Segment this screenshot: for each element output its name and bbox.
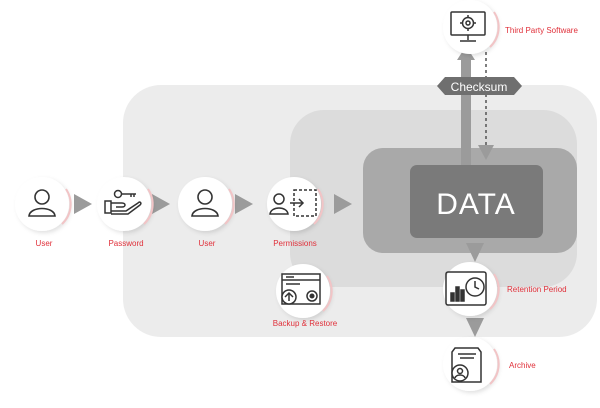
data-label: DATA: [436, 188, 516, 221]
checksum-tag: Checksum: [437, 77, 522, 95]
node-retention-period: [443, 262, 500, 316]
archive-document-icon: [451, 347, 482, 383]
user-permissions-icon: [269, 189, 317, 217]
user-icon: [191, 189, 219, 217]
flow-arrow-4: [334, 194, 352, 214]
node-backup-restore: [276, 264, 333, 318]
node-user-2-label: User: [199, 239, 216, 248]
data-box: [410, 165, 543, 238]
checksum-label: Checksum: [451, 80, 508, 94]
node-password-label: Password: [108, 239, 143, 248]
node-user-2: [178, 177, 235, 231]
down-arrow-data-to-retention: [466, 243, 484, 262]
chart-clock-icon: [445, 271, 487, 306]
flow-arrow-1: [74, 194, 92, 214]
flow-arrow-3: [235, 194, 253, 214]
backup-restore-icon: [281, 273, 321, 305]
down-arrow-retention-to-archive: [466, 318, 484, 337]
flow-arrow-2: [152, 194, 170, 214]
node-retention-label: Retention Period: [507, 285, 567, 294]
node-password: [97, 177, 154, 231]
node-third-party-label: Third Party Software: [505, 26, 578, 35]
node-backup-restore-label: Backup & Restore: [273, 319, 338, 328]
down-arrowhead: [478, 145, 494, 160]
node-third-party-software: [443, 0, 500, 54]
user-icon: [28, 189, 56, 217]
key-hand-icon: [104, 189, 142, 215]
node-user-1-label: User: [36, 239, 53, 248]
node-permissions-label: Permissions: [273, 239, 317, 248]
node-archive-label: Archive: [509, 361, 536, 370]
monitor-gear-icon: [450, 11, 486, 42]
node-permissions: [267, 177, 324, 231]
node-user-1: [15, 177, 72, 231]
node-archive: [443, 337, 500, 391]
